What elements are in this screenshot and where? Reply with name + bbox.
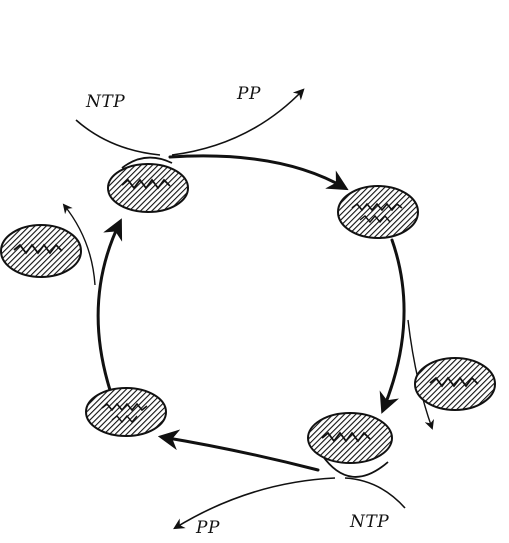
ntp-pp-top	[75, 88, 305, 156]
pp-outflow-bottom	[173, 477, 336, 530]
release-arrow-left	[62, 203, 96, 286]
arrow-top-to-right	[168, 154, 349, 191]
enzyme-top-outline	[121, 156, 173, 169]
ntp-pp-bottom	[173, 477, 406, 530]
rna-strand-bottom	[321, 431, 371, 443]
pp-outflow-top	[171, 88, 305, 156]
arrow-right-to-bottom	[379, 238, 406, 414]
enzyme-left	[85, 387, 167, 437]
arrow-bottom-to-left	[157, 429, 320, 472]
enzyme-bottom-outline	[321, 454, 389, 478]
enzyme-right	[337, 185, 419, 239]
rna-strand-top	[121, 178, 171, 190]
ntp-inflow-top	[75, 119, 161, 156]
arrow-left-to-top	[96, 218, 123, 392]
ntp-label-bottom: NTP	[350, 512, 390, 532]
rna-strand-release-left	[13, 243, 63, 255]
enzyme-top	[107, 156, 189, 213]
rna-strand-left	[101, 402, 148, 412]
enzyme-bottom-right	[307, 412, 393, 478]
pp-label-bottom: PP	[196, 518, 220, 538]
cycle-arrows	[96, 154, 406, 472]
released-product-right	[414, 357, 496, 411]
ntp-inflow-bottom	[344, 477, 406, 509]
pp-label-top: PP	[237, 84, 261, 104]
ntp-label-top: NTP	[86, 92, 126, 112]
rna-strand-right	[351, 202, 403, 212]
rna-strand-release-right	[429, 376, 479, 388]
released-product-left	[0, 224, 82, 278]
